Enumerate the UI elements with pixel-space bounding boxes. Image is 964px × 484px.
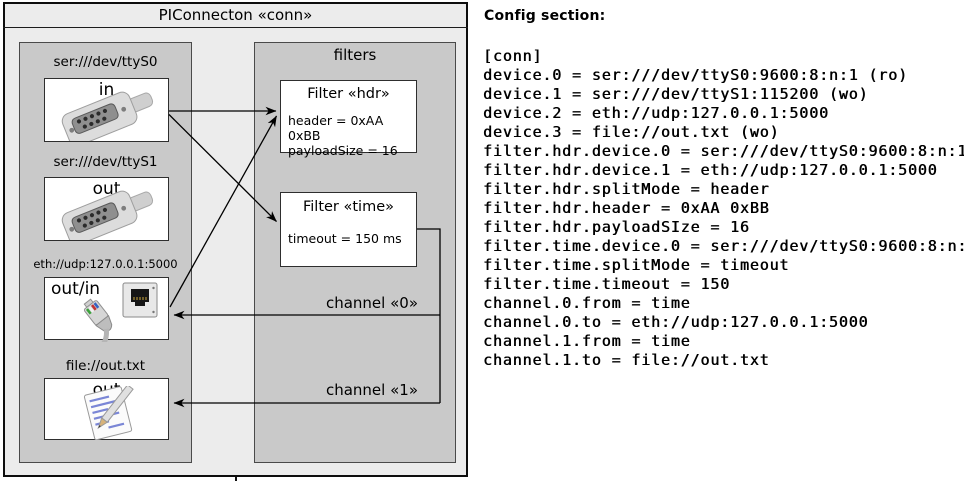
device-uri-label: file://out.txt (65, 358, 146, 374)
filter-title: Filter «time» (302, 199, 395, 215)
config-text: [conn] device.0 = ser:///dev/ttyS0:9600:… (483, 47, 964, 369)
diagram-title: PIConnecton «conn» (3, 2, 468, 28)
device-uri-label: ser:///dev/ttyS0 (53, 54, 158, 70)
device-uri-label: ser:///dev/ttyS1 (53, 154, 158, 170)
device-port-label: out/in (51, 279, 101, 299)
filter-box-hdr: Filter «hdr» header = 0xAA 0xBB payloadS… (280, 80, 417, 158)
filters-panel-title: filters (333, 46, 377, 64)
channel-1-label: channel «1» (325, 381, 418, 399)
device-box-ttyS1: out (44, 177, 169, 241)
notepad-pencil-icon (83, 386, 134, 440)
device-uri-label: eth://udp:127.0.0.1:5000 (33, 257, 178, 271)
filter-attributes: timeout = 150 ms (288, 231, 402, 246)
filter-box-time: Filter «time» timeout = 150 ms (280, 192, 417, 267)
filter-attributes: header = 0xAA 0xBB payloadSize = 16 (288, 113, 416, 158)
device-box-eth: out/in (44, 277, 169, 342)
filter-title: Filter «hdr» (307, 86, 390, 102)
filter-attribute: timeout = 150 ms (288, 231, 402, 246)
device-box-ttyS0: in (44, 78, 169, 142)
bottom-tick-mark (235, 477, 237, 481)
filter-attribute: payloadSize = 16 (288, 143, 398, 158)
ethernet-cable-icon (83, 298, 113, 342)
device-port-label: in (98, 80, 115, 100)
channel-0-label: channel «0» (325, 294, 418, 312)
serial-connector-icon (61, 190, 154, 240)
device-box-file: out (44, 378, 169, 440)
filter-attribute: header = 0xAA 0xBB (288, 113, 384, 143)
ethernet-jack-icon (122, 282, 158, 318)
serial-connector-icon (61, 91, 154, 141)
config-heading: Config section: (484, 8, 606, 24)
